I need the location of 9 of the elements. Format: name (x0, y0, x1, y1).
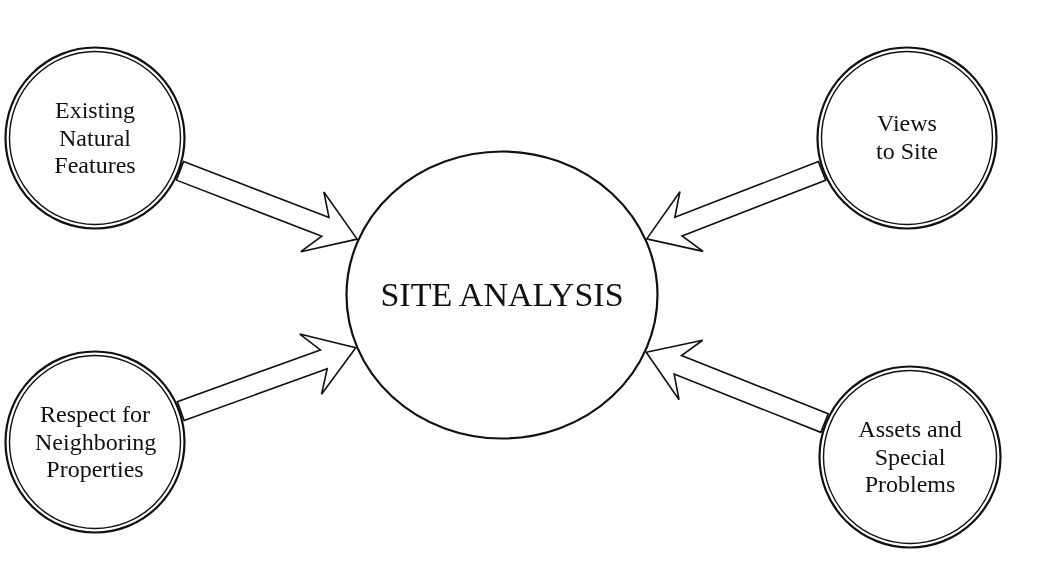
topic-label: Existing Natural Features (53, 96, 137, 180)
hollow-arrow (645, 160, 827, 253)
hollow-arrow (644, 339, 830, 434)
topic-label: Respect for Neighboring Properties (35, 400, 155, 484)
hollow-arrow (176, 333, 358, 422)
hollow-arrow (175, 160, 359, 253)
topic-label: Views to Site (875, 110, 939, 166)
topic-label: Assets and Special Problems (857, 415, 963, 499)
center-title: SITE ANALYSIS (379, 275, 625, 315)
